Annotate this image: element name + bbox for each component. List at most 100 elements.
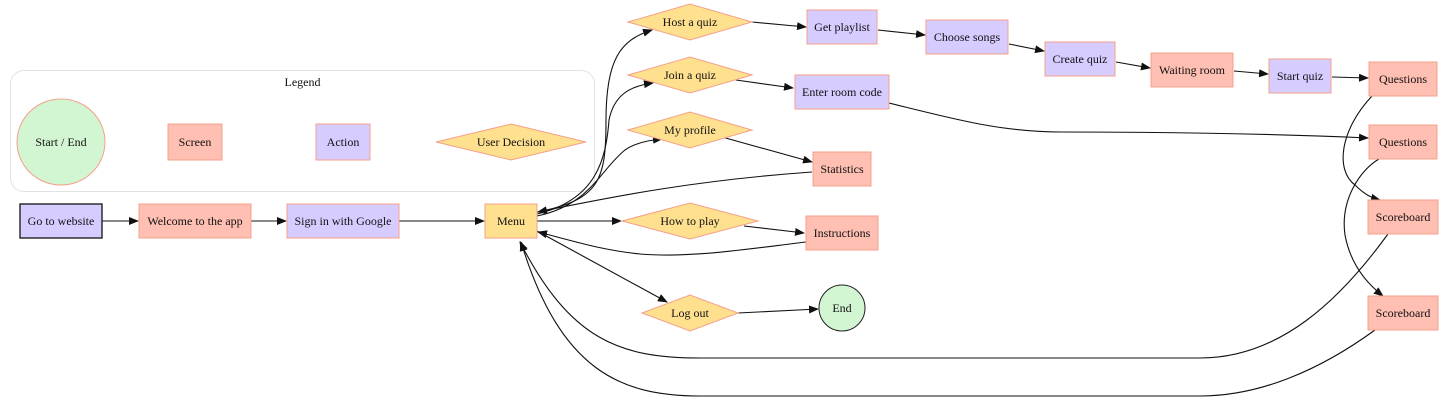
node-label: Action <box>327 135 360 149</box>
edge-my-profile-to-statistics <box>721 136 813 164</box>
node-label: Join a quiz <box>664 68 716 82</box>
node-sign-in[interactable]: Sign in with Google <box>286 203 400 239</box>
edge-how-to-play-to-instructions <box>743 225 805 236</box>
node-shape-rect <box>794 74 890 110</box>
edge-create-quiz-to-waiting-room <box>1115 61 1151 71</box>
nodes-layer: Go to website Welcome to the app Sign in w… <box>19 3 1439 332</box>
node-host-quiz[interactable]: Host a quiz <box>626 3 754 41</box>
node-shape-rect <box>1268 58 1332 94</box>
node-menu[interactable]: Menu <box>484 203 538 239</box>
node-shape-rect <box>138 203 252 239</box>
node-waiting-room[interactable]: Waiting room <box>1150 52 1234 88</box>
node-shape-diamond <box>626 3 754 41</box>
edge-waiting-room-to-start-quiz <box>1233 69 1269 78</box>
edge-scoreboard-join-to-menu <box>519 241 1376 397</box>
node-label: Scoreboard <box>1376 210 1431 224</box>
edge-menu-to-join-quiz <box>536 80 654 215</box>
node-label: User Decision <box>477 135 545 149</box>
node-go-to-website[interactable]: Go to website <box>19 203 103 239</box>
node-shape-rect <box>1044 41 1116 77</box>
node-shape-rect <box>806 9 878 45</box>
node-questions-host[interactable]: Questions <box>1368 61 1438 97</box>
node-statistics[interactable]: Statistics <box>812 151 872 187</box>
node-questions-join[interactable]: Questions <box>1368 124 1438 160</box>
edge-menu-to-host-quiz <box>536 28 653 213</box>
legend-swatch-decision <box>435 123 587 161</box>
node-label: Go to website <box>28 214 95 228</box>
node-join-quiz[interactable]: Join a quiz <box>626 56 754 94</box>
node-label: My profile <box>664 123 716 137</box>
node-scoreboard-host[interactable]: Scoreboard <box>1367 199 1439 235</box>
node-shape-rect <box>1368 61 1438 97</box>
edge-questions-host-to-scoreboard-host <box>1342 95 1381 202</box>
edge-start-quiz-to-questions-host <box>1331 73 1369 82</box>
node-label: Scoreboard <box>1376 306 1431 320</box>
node-shape-diamond <box>620 202 760 240</box>
node-label: Waiting room <box>1159 63 1226 77</box>
node-label: End <box>832 301 851 315</box>
edge-choose-songs-to-create-quiz <box>1008 43 1045 54</box>
node-shape-rect <box>805 215 879 251</box>
node-label: Questions <box>1379 72 1427 86</box>
node-shape-rect <box>19 203 103 239</box>
node-shape-rect <box>484 203 538 239</box>
edge-join-quiz-to-enter-room-code <box>735 79 794 91</box>
node-choose-songs[interactable]: Choose songs <box>925 19 1009 55</box>
edge-questions-join-to-scoreboard-join <box>1343 158 1384 297</box>
node-label: Sign in with Google <box>294 214 391 228</box>
node-label: Get playlist <box>814 20 870 34</box>
legend-title: Legend <box>284 75 321 89</box>
node-label: Log out <box>671 306 709 320</box>
node-label: Start / End <box>35 135 86 149</box>
node-label: Instructions <box>814 226 871 240</box>
node-how-to-play[interactable]: How to play <box>620 202 760 240</box>
node-label: Screen <box>179 135 212 149</box>
node-label: How to play <box>660 214 719 228</box>
node-label: Menu <box>497 214 525 228</box>
legend-items: Start / End Screen Action User Decision <box>16 98 587 186</box>
edge-menu-to-my-profile <box>536 135 663 217</box>
node-shape-diamond <box>626 56 754 94</box>
edges-layer <box>102 21 1389 397</box>
legend: Legend <box>10 70 595 192</box>
node-enter-room-code[interactable]: Enter room code <box>794 74 890 110</box>
node-label: Choose songs <box>934 30 1001 44</box>
node-shape-rect <box>1150 52 1234 88</box>
node-label: Create quiz <box>1053 52 1108 66</box>
legend-swatch-screen <box>167 123 223 161</box>
edge-get-playlist-to-choose-songs <box>877 29 926 39</box>
node-shape-diamond <box>626 111 754 149</box>
node-label: Statistics <box>820 162 864 176</box>
node-shape-rect <box>812 151 872 187</box>
node-label: Host a quiz <box>663 15 718 29</box>
node-shape-diamond <box>640 294 740 332</box>
legend-item-decision: User Decision <box>435 123 587 161</box>
node-get-playlist[interactable]: Get playlist <box>806 9 878 45</box>
node-create-quiz[interactable]: Create quiz <box>1044 41 1116 77</box>
node-shape-circle <box>818 284 866 332</box>
node-welcome[interactable]: Welcome to the app <box>138 203 252 239</box>
edge-scoreboard-host-to-menu <box>519 233 1389 359</box>
legend-item-screen: Screen <box>167 123 223 161</box>
edge-enter-room-code-to-questions-join <box>888 102 1369 142</box>
node-end[interactable]: End <box>818 284 866 332</box>
node-scoreboard-join[interactable]: Scoreboard <box>1367 295 1439 331</box>
node-label: Enter room code <box>802 85 882 99</box>
node-shape-rect <box>286 203 400 239</box>
edge-log-out-to-end <box>737 305 819 314</box>
node-my-profile[interactable]: My profile <box>626 111 754 149</box>
node-shape-rect <box>1368 124 1438 160</box>
edge-statistics-to-menu <box>537 171 813 215</box>
edge-instructions-to-menu <box>537 230 807 256</box>
legend-item-start-end: Start / End <box>16 98 106 186</box>
node-instructions[interactable]: Instructions <box>805 215 879 251</box>
legend-swatch-action <box>315 123 371 161</box>
node-log-out[interactable]: Log out <box>640 294 740 332</box>
legend-swatch-start-end <box>16 98 106 186</box>
node-start-quiz[interactable]: Start quiz <box>1268 58 1332 94</box>
node-label: Questions <box>1379 135 1427 149</box>
edge-host-quiz-to-get-playlist <box>751 21 807 31</box>
edge-menu-to-log-out <box>536 230 668 303</box>
node-shape-rect <box>1367 199 1439 235</box>
